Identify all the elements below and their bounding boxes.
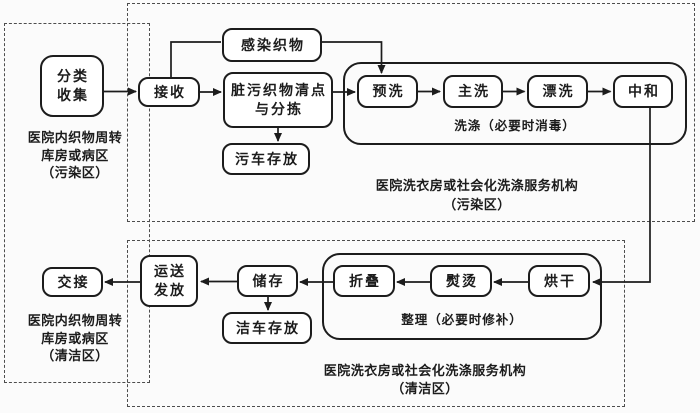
label-line: 医院洗衣房或社会化洗涤服务机构 [323,363,527,378]
node-clean-cart-storage: 洁车存放 [222,312,312,344]
node-receive: 接收 [138,77,200,107]
node-classify-collect: 分类 收集 [40,55,104,117]
group-finishing [322,253,602,340]
laundry-clean-zone-label: 医院洗衣房或社会化洗涤服务机构 （清洁区） [300,362,550,398]
finishing-group-label: 整理（必要时修补） [322,309,602,328]
node-main-wash: 主洗 [443,75,503,108]
laundry-dirty-zone-label: 医院洗衣房或社会化洗涤服务机构 （污染区） [352,176,602,214]
node-fold: 折叠 [333,265,395,297]
label-line: 漂洗 [542,83,575,99]
node-transport-dispatch: 运送 发放 [140,255,198,307]
node-dirty-cart-storage: 污车存放 [222,143,310,175]
label-line: 烘干 [544,272,576,289]
label-line: 预洗 [372,83,405,99]
ward-dirty-zone-label: 医院内织物周转 库房或病区 （污染区） [6,129,144,182]
node-infected-fabric: 感染织物 [222,28,322,62]
node-rinse: 漂洗 [527,75,588,108]
label-line: 分类 [57,68,89,84]
label-line: 交接 [57,273,90,290]
zone-laundry-clean-area [127,240,625,407]
zone-laundry-dirty-area [127,3,695,222]
label-line: （污染区） [41,165,109,180]
label-line: 洗涤（必要时消毒） [454,119,576,133]
node-neutralize: 中和 [613,75,673,108]
label-line: 熨烫 [446,272,478,289]
label-line: 收集 [57,87,89,103]
label-line: 医院内织物周转 [27,313,123,328]
label-line: 储存 [252,272,285,289]
label-line: 洁车存放 [236,319,300,336]
label-line: （清洁区） [41,348,109,363]
node-iron: 熨烫 [430,265,492,297]
node-storage: 储存 [237,265,298,297]
label-line: 接收 [154,83,186,100]
label-line: 库房或病区 [41,330,109,346]
ward-clean-zone-label: 医院内织物周转 库房或病区 （清洁区） [6,312,144,365]
node-prewash: 预洗 [357,75,418,108]
label-line: 感染织物 [241,36,305,53]
label-line: 中和 [628,83,660,99]
label-line: 主洗 [458,83,490,99]
label-line: 与分拣 [255,101,303,117]
label-line: （污染区） [443,197,511,212]
label-line: 医院内织物周转 [27,130,123,145]
label-line: 医院洗衣房或社会化洗涤服务机构 [375,178,579,193]
label-line: 发放 [154,282,186,298]
label-line: 库房或病区 [41,147,109,163]
label-line: 运送 [154,263,186,279]
label-line: 折叠 [349,272,381,289]
label-line: 整理（必要时修补） [401,313,523,327]
zone-hospital-ward [4,23,150,383]
group-washing [343,62,687,145]
node-sort-count: 脏污织物清点 与分拣 [223,72,333,128]
node-handover: 交接 [42,267,103,297]
label-line: （清洁区） [391,381,459,396]
washing-group-label: 洗涤（必要时消毒） [343,115,687,134]
label-line: 脏污织物清点 [231,82,327,98]
node-dry: 烘干 [528,265,590,297]
label-line: 污车存放 [235,150,299,167]
